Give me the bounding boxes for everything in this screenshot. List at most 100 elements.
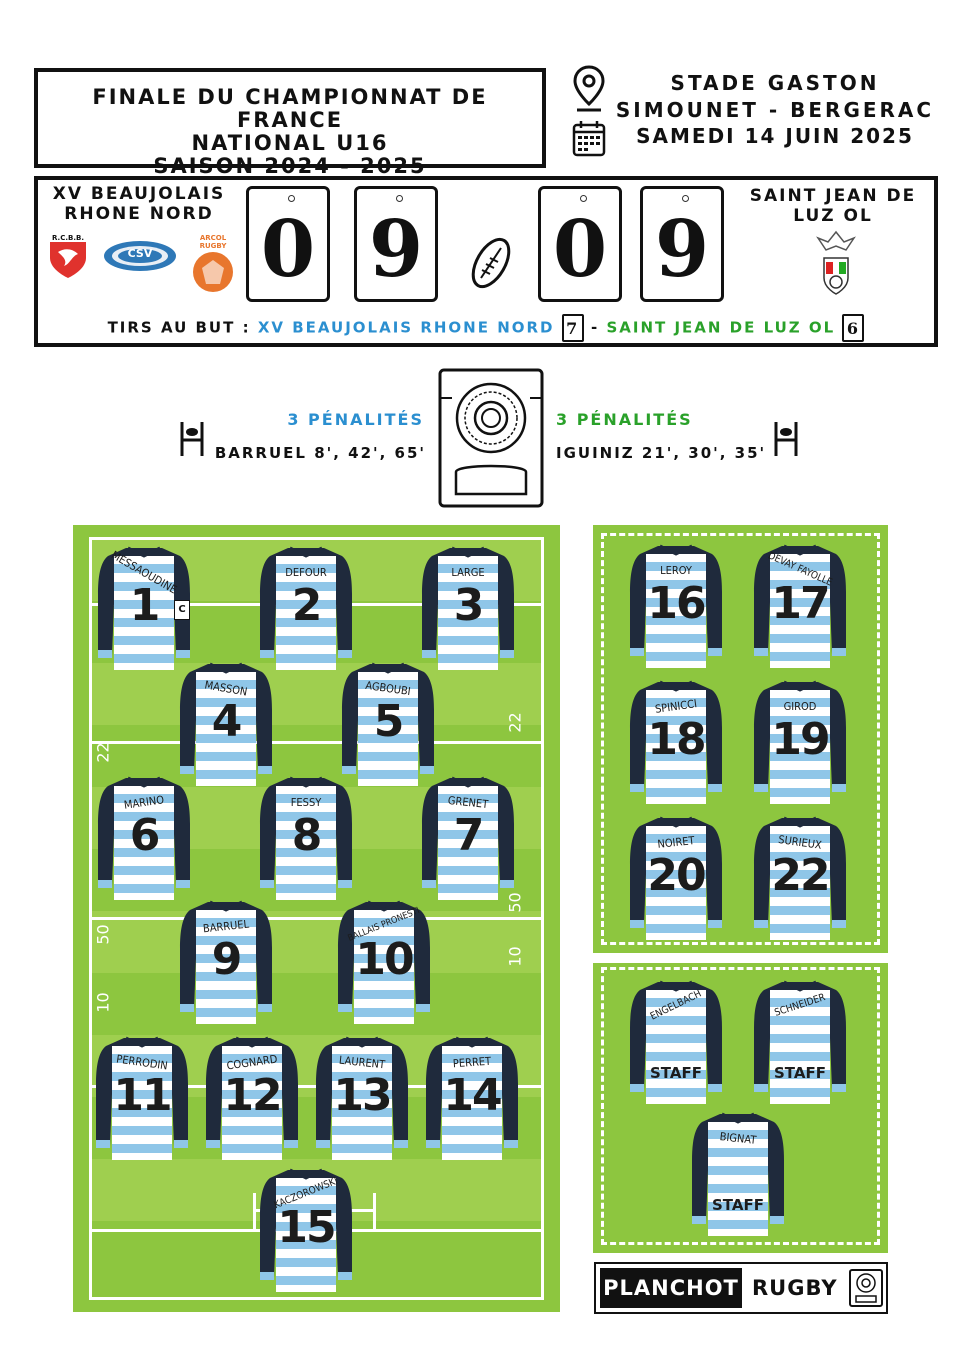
shootout-line: TIRS AU BUT : XV BEAUJOLAIS RHONE NORD 7… — [34, 314, 938, 342]
player-number: 13 — [333, 1070, 392, 1121]
staff-label: STAFF — [774, 1064, 826, 1082]
rcbb-logo-text: R.C.B.B. — [52, 234, 84, 242]
brand-left: PLANCHOT — [600, 1268, 742, 1308]
player-jersey-9: BARRUEL 9 — [178, 898, 274, 1028]
home-team-name-line-2: RHONE NORD — [64, 204, 214, 224]
player-number: 9 — [211, 934, 243, 985]
bench-boundary — [601, 533, 880, 945]
marking-22-right: 22 — [505, 712, 525, 733]
staff-jersey-1: ENGELBACH STAFF — [628, 978, 724, 1108]
planchot-rugby-logo: PLANCHOT RUGBY — [594, 1262, 888, 1314]
player-number: 1 — [129, 580, 161, 631]
player-name: GIROD — [783, 700, 817, 713]
player-number: 4 — [211, 696, 243, 747]
player-jersey-13: LAURENT 13 — [314, 1034, 410, 1164]
away-penalties-title: 3 PÉNALITÉS — [556, 410, 693, 429]
player-jersey-4: MASSON 4 — [178, 660, 274, 790]
goalpost-icon-right — [770, 420, 802, 462]
player-name: LEROY — [660, 564, 692, 577]
player-number: 14 — [443, 1070, 502, 1121]
calendar-icon — [572, 120, 606, 162]
player-jersey-6: MARINO 6 — [96, 774, 192, 904]
player-jersey-1: MESSAOUDINE 1 C — [96, 544, 192, 674]
bench-jersey-17: DEVAY FAYOLLE 17 — [752, 542, 848, 672]
player-name: DEFOUR — [285, 566, 327, 579]
player-jersey-14: PERRET 14 — [424, 1034, 520, 1164]
player-number: 18 — [647, 714, 706, 765]
player-number: 10 — [355, 934, 414, 985]
away-team-name: SAINT JEAN DE LUZ OL — [740, 186, 926, 226]
bench-jersey-19: GIROD 19 — [752, 678, 848, 808]
player-number: 8 — [291, 810, 323, 861]
staff-boundary — [601, 967, 880, 1245]
player-number: 16 — [647, 578, 706, 629]
title-box: FINALE DU CHAMPIONNAT DE FRANCE NATIONAL… — [34, 68, 546, 178]
player-jersey-3: LARGE 3 — [420, 544, 516, 674]
bench-jersey-20: NOIRET 20 — [628, 814, 724, 944]
halfway-line — [89, 917, 544, 920]
marking-10-left: 10 — [93, 992, 113, 1013]
home-score-digit-2-value: 9 — [368, 204, 424, 295]
title-line-2: NATIONAL U16 — [191, 131, 389, 155]
title-line-3: SAISON 2024 - 2025 — [153, 154, 427, 178]
staff-jersey-3: BIGNAT STAFF — [690, 1110, 786, 1240]
player-jersey-7: GRENET 7 — [420, 774, 516, 904]
trophy-plate-icon — [438, 368, 544, 512]
bench-jersey-22: SURIEUX 22 — [752, 814, 848, 944]
marking-22-left: 22 — [93, 742, 113, 763]
shootout-home-score: 7 — [561, 314, 584, 342]
player-name: FESSY — [290, 796, 322, 809]
venue-line-2: SIMOUNET - BERGERAC — [615, 98, 935, 122]
csv-logo-text: CSV — [127, 247, 153, 260]
staff-label: STAFF — [650, 1064, 702, 1082]
away-score-digit-2: 9 — [640, 186, 724, 302]
home-penalties-title: 3 PÉNALITÉS — [287, 410, 424, 429]
title-line-1: FINALE DU CHAMPIONNAT DE FRANCE — [92, 85, 488, 132]
away-penalties-list: IGUINIZ 21', 30', 35' — [556, 444, 767, 462]
trophy-plate-icon-small — [848, 1268, 884, 1312]
staff-label: STAFF — [712, 1196, 764, 1214]
home-team-name-line-1: XV BEAUJOLAIS — [52, 184, 226, 204]
shootout-home-team: XV BEAUJOLAIS RHONE NORD — [257, 318, 555, 337]
marking-50-left: 50 — [93, 924, 113, 945]
home-team-name: XV BEAUJOLAIS RHONE NORD — [44, 184, 234, 224]
shootout-separator: - — [590, 318, 600, 337]
staff-jersey-2: SCHNEIDER STAFF — [752, 978, 848, 1108]
player-jersey-2: DEFOUR 2 — [258, 544, 354, 674]
away-team-name-line-1: SAINT JEAN DE — [749, 186, 917, 206]
location-pin-icon — [572, 64, 606, 118]
player-jersey-12: COGNARD 12 — [204, 1034, 300, 1164]
player-jersey-8: FESSY 8 — [258, 774, 354, 904]
scoreboard — [34, 176, 938, 347]
line-22-top — [89, 741, 544, 744]
away-team-name-line-2: LUZ OL — [793, 206, 873, 226]
shootout-label: TIRS AU BUT : — [107, 318, 251, 337]
home-penalties-list: BARRUEL 8', 42', 65' — [214, 444, 426, 462]
rcbb-logo: R.C.B.B. — [48, 234, 88, 284]
player-name: LARGE — [451, 566, 485, 579]
player-number: 19 — [771, 714, 830, 765]
saint-jean-de-luz-logo — [810, 228, 862, 304]
player-jersey-5: AGBOUBI 5 — [340, 660, 436, 790]
bench-jersey-18: SPINICCI 18 — [628, 678, 724, 808]
player-number: 17 — [771, 578, 830, 629]
player-number: 7 — [453, 810, 485, 861]
player-number: 15 — [277, 1202, 336, 1253]
home-score-digit-1-value: 0 — [260, 204, 316, 295]
bench-jersey-16: LEROY 16 — [628, 542, 724, 672]
player-jersey-15: KACZOROWSKI 15 — [258, 1166, 354, 1296]
away-score-digit-1: 0 — [538, 186, 622, 302]
player-number: 5 — [373, 696, 405, 747]
player-number: 2 — [291, 580, 323, 631]
away-score-digit-2-value: 9 — [654, 204, 710, 295]
match-date: SAMEDI 14 JUIN 2025 — [636, 124, 914, 148]
player-jersey-11: PERRODIN 11 — [94, 1034, 190, 1164]
home-score-digit-2: 9 — [354, 186, 438, 302]
player-number: 3 — [453, 580, 485, 631]
rugby-ball-icon — [466, 232, 516, 298]
marking-10-right: 10 — [505, 946, 525, 967]
arcol-logo: ARCOL RUGBY — [190, 232, 236, 300]
arcol-logo-text: ARCOL RUGBY — [199, 234, 227, 250]
csv-logo: CSV — [100, 236, 180, 282]
player-number: 12 — [223, 1070, 282, 1121]
